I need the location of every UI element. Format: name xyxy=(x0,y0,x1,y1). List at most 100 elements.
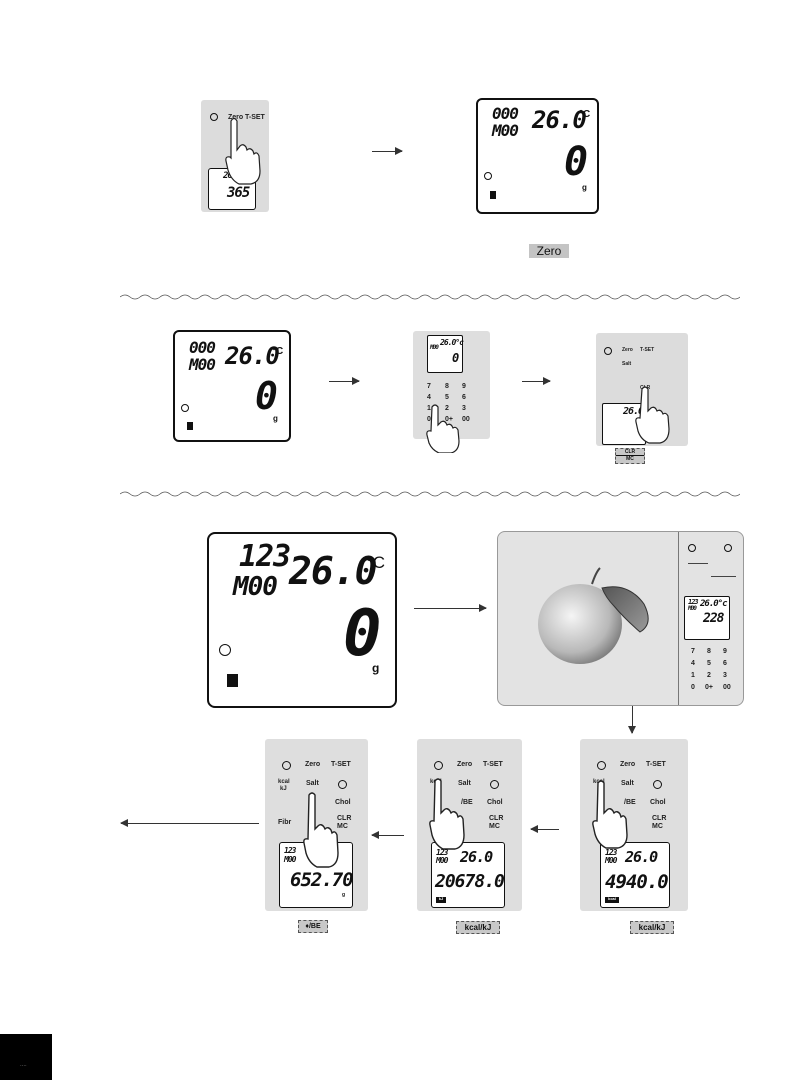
panel-m-key-label[interactable]: kcal/kJ xyxy=(456,921,500,934)
panel-r-power-icon[interactable] xyxy=(597,761,606,770)
step3-top-digits: 123 xyxy=(239,539,291,574)
orange-image xyxy=(538,567,649,664)
key-3[interactable]: 3 xyxy=(462,405,466,412)
panel-m-power-icon[interactable] xyxy=(434,761,443,770)
step2-top-digits: 000 xyxy=(189,338,216,357)
panel-m-mode: M00 xyxy=(436,856,448,865)
key-7[interactable]: 7 xyxy=(427,383,431,390)
be-label: /BE xyxy=(308,923,321,930)
scale-key-3[interactable]: 3 xyxy=(723,672,727,679)
panel-m-key-tset[interactable]: T-SET xyxy=(483,761,503,768)
panel-l-value: 652.70 xyxy=(290,869,354,891)
scale-with-orange: 123 M00 26.0°c 228 7 8 9 4 5 6 1 2 3 0 0… xyxy=(497,531,744,706)
panel-l-key-tset[interactable]: T-SET xyxy=(331,761,351,768)
key-8[interactable]: 8 xyxy=(445,383,449,390)
panel-r-temp: 26.0 xyxy=(625,848,658,866)
panel-r-key-label[interactable]: kcal/kJ xyxy=(630,921,674,934)
scale-key-0plus[interactable]: 0+ xyxy=(705,684,713,691)
panel-m-key-clr[interactable]: CLR xyxy=(489,815,504,822)
scale-key-7[interactable]: 7 xyxy=(691,648,695,655)
step2-keypad-panel: M00 26.0°c 0 7 8 9 4 5 6 1 2 3 0 0+ 00 xyxy=(413,331,490,453)
panel-l-unit: g xyxy=(342,892,346,898)
scale-line-2 xyxy=(711,576,736,577)
step2-keypad-weight: 0 xyxy=(452,351,459,365)
scale-key-9[interactable]: 9 xyxy=(723,648,727,655)
scale-key-2[interactable]: 2 xyxy=(707,672,711,679)
step1-display: 000 M00 26.0 °C 0 g xyxy=(476,98,599,214)
key-1[interactable]: 1 xyxy=(427,405,431,412)
step1-arrow xyxy=(372,147,403,155)
step2-arrow-1 xyxy=(329,377,360,385)
step1-weight-unit: g xyxy=(582,183,587,192)
panel-l-key-zero[interactable]: Zero xyxy=(305,761,321,768)
panel-l-info-icon[interactable] xyxy=(338,780,347,789)
panel-m-info-icon[interactable] xyxy=(490,780,499,789)
panel-l-power-icon[interactable] xyxy=(282,761,291,770)
panel-l-key-kj[interactable]: kJ xyxy=(280,786,287,792)
step2-keypad-lcd: M00 26.0°c 0 xyxy=(427,335,464,373)
scale-key-00[interactable]: 00 xyxy=(723,684,731,691)
key-9[interactable]: 9 xyxy=(462,383,466,390)
scale-key-4[interactable]: 4 xyxy=(691,660,695,667)
scale-key-6[interactable]: 6 xyxy=(723,660,727,667)
step3-display: 123 M00 26.0 °C 0 g xyxy=(207,532,397,708)
hand-pointer-icon xyxy=(426,404,460,453)
panel-r-info-icon[interactable] xyxy=(653,780,662,789)
scale-key-1[interactable]: 1 xyxy=(691,672,695,679)
panel-r-key-be[interactable]: /BE xyxy=(624,799,636,806)
panel-r-key-mc[interactable]: MC xyxy=(652,823,663,830)
scale-key-0[interactable]: 0 xyxy=(691,684,695,691)
panel-l-key-clr[interactable]: CLR xyxy=(337,815,352,822)
step2-key-salt[interactable]: Salt xyxy=(622,361,632,367)
key-2[interactable]: 2 xyxy=(445,405,449,412)
panel-l-key-fibr[interactable]: Fibr xyxy=(278,819,292,826)
step2-weight-unit: g xyxy=(273,414,278,423)
divider-wave-1 xyxy=(120,294,740,300)
panel-l-key-chol[interactable]: Chol xyxy=(335,799,351,806)
step2-key-tset[interactable]: T-SET xyxy=(640,347,655,353)
panel-l-lcd: 123 M00 652.70 g xyxy=(279,842,354,908)
thumb-key-tset[interactable]: T-SET xyxy=(245,114,265,121)
scale-key-8[interactable]: 8 xyxy=(707,648,711,655)
panel-m-key-be[interactable]: /BE xyxy=(461,799,473,806)
scale-temp: 26.0°c xyxy=(700,599,727,609)
scale-timer-icon[interactable] xyxy=(724,544,732,552)
panel-r-key-tset[interactable]: T-SET xyxy=(646,761,666,768)
key-0plus[interactable]: 0+ xyxy=(445,416,453,423)
key-4[interactable]: 4 xyxy=(427,394,431,401)
thumb-power-icon[interactable] xyxy=(210,113,218,121)
panel-l-key-mc[interactable]: MC xyxy=(337,823,348,830)
thumb-key-zero[interactable]: Zero xyxy=(228,114,244,121)
scale-power-icon[interactable] xyxy=(688,544,696,552)
key-5[interactable]: 5 xyxy=(445,394,449,401)
power-icon[interactable] xyxy=(604,347,612,355)
step2-clr-mc-key[interactable]: CLR MC xyxy=(615,448,645,464)
panel-r-key-zero[interactable]: Zero xyxy=(620,761,636,768)
scale-weight: 228 xyxy=(703,611,725,626)
hand-pointer-icon xyxy=(592,780,628,849)
step1-mode: M00 xyxy=(492,121,519,140)
key-00[interactable]: 00 xyxy=(462,416,470,423)
panel-l-key-label[interactable]: ♦/BE xyxy=(298,920,328,933)
key-6[interactable]: 6 xyxy=(462,394,466,401)
scale-lcd: 123 M00 26.0°c 228 xyxy=(684,596,730,640)
step1-zero-key[interactable]: Zero xyxy=(529,244,569,258)
panel-m-key-chol[interactable]: Chol xyxy=(487,799,503,806)
step2-key-zero[interactable]: Zero xyxy=(622,347,633,353)
panel-r-mode: M00 xyxy=(605,856,617,865)
panel-m-key-mc[interactable]: MC xyxy=(489,823,500,830)
panel-m-key-zero[interactable]: Zero xyxy=(457,761,473,768)
be-icon-glyph: ♦ xyxy=(305,923,309,930)
panel-m-unit-badge: kJ xyxy=(436,897,446,903)
down-arrow xyxy=(628,706,636,734)
step1-temp-unit: °C xyxy=(579,109,591,120)
panel-m-key-salt[interactable]: Salt xyxy=(458,780,471,787)
panel-r-key-clr[interactable]: CLR xyxy=(652,815,667,822)
step2-temp-unit: °C xyxy=(272,346,284,357)
panel-r-key-salt[interactable]: Salt xyxy=(621,780,634,787)
panel-r-key-chol[interactable]: Chol xyxy=(650,799,666,806)
key-0[interactable]: 0 xyxy=(427,416,431,423)
scale-key-5[interactable]: 5 xyxy=(707,660,711,667)
panel-l-key-salt[interactable]: Salt xyxy=(306,780,319,787)
panel-l-key-kcal[interactable]: kcal xyxy=(278,779,290,785)
